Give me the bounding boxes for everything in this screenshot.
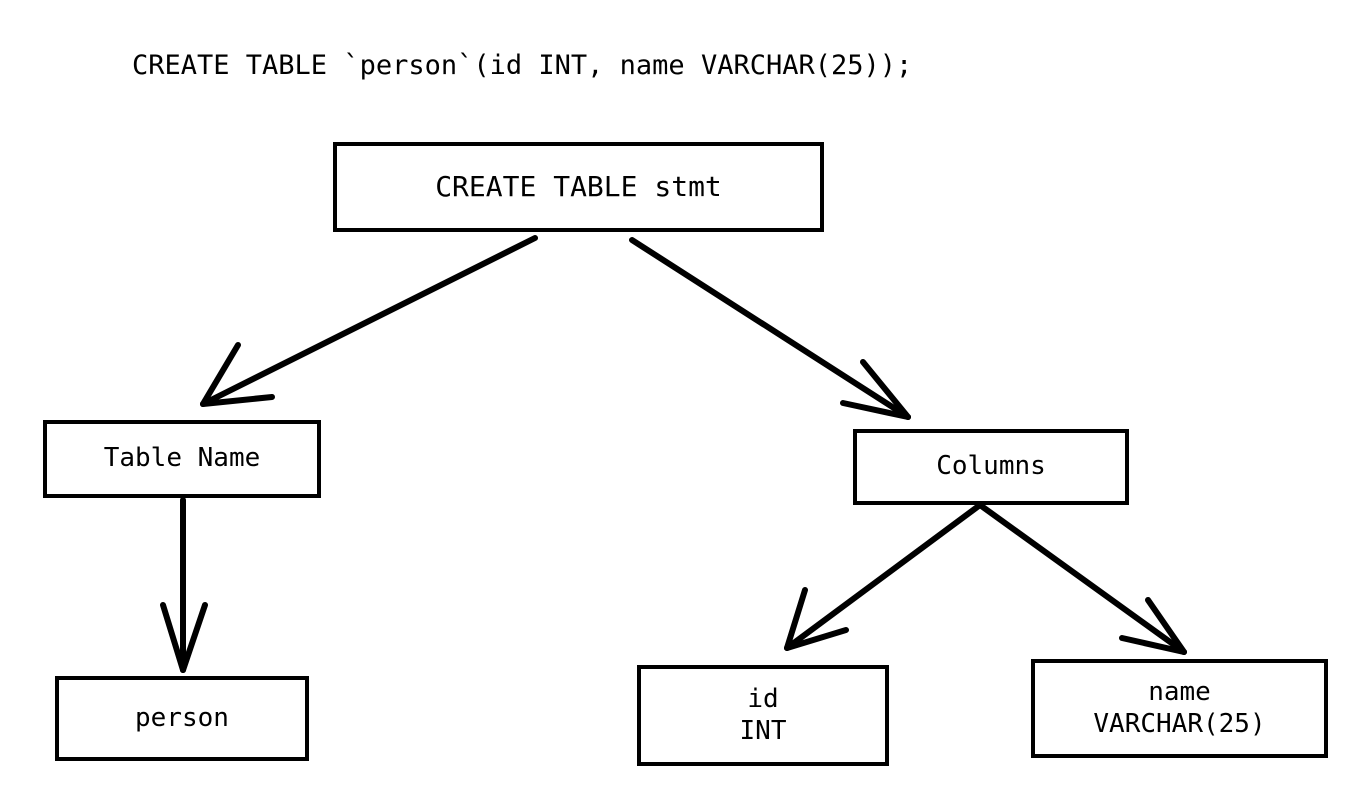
node-column-id: id INT [637, 665, 889, 766]
node-person: person [55, 676, 309, 761]
edge-root-to-columns [629, 237, 911, 420]
node-root-line-1: CREATE TABLE stmt [435, 169, 722, 203]
node-column-name-line-2: VARCHAR(25) [1093, 708, 1266, 739]
edge-root-to-table-name [200, 235, 538, 407]
node-person-line-1: person [135, 702, 229, 733]
edge-table-name-to-person [160, 497, 208, 673]
node-columns: Columns [853, 429, 1129, 505]
sql-statement-title: CREATE TABLE `person`(id INT, name VARCH… [132, 50, 913, 81]
node-create-table-stmt: CREATE TABLE stmt [333, 142, 824, 232]
node-table-name: Table Name [43, 420, 321, 498]
edge-columns-to-name [977, 502, 1187, 655]
node-column-name: name VARCHAR(25) [1031, 659, 1328, 758]
node-columns-line-1: Columns [936, 451, 1046, 482]
node-table-name-line-1: Table Name [103, 443, 261, 474]
node-column-id-line-1: id [747, 683, 779, 714]
node-column-name-line-1: name [1148, 676, 1211, 707]
node-column-id-line-2: INT [739, 715, 787, 746]
edge-columns-to-id [784, 502, 983, 651]
